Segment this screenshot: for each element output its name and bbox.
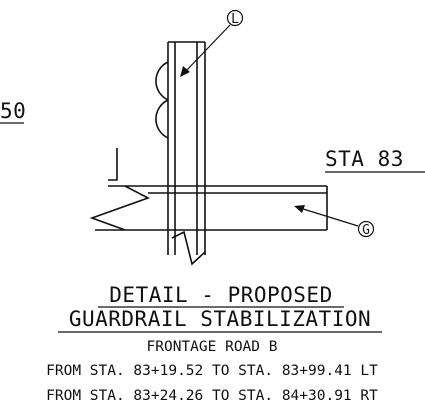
right-callout-letter: G	[362, 223, 370, 238]
detail-title-line2: GUARDRAIL STABILIZATION	[69, 307, 371, 331]
top-callout: L	[180, 9, 244, 77]
station-range-rt: FROM STA. 83+24.26 TO STA. 84+30.91 RT	[46, 388, 378, 404]
post-break-symbol	[171, 230, 206, 266]
guardrail-post	[167, 41, 206, 255]
subtitle: FRONTAGE ROAD B	[147, 339, 278, 355]
left-label-fragment: 50	[0, 99, 26, 123]
rail-profile	[155, 61, 169, 139]
top-callout-letter: L	[231, 12, 239, 27]
break-symbol	[89, 185, 150, 231]
horizontal-blockout	[95, 185, 328, 231]
detail-title-line1: DETAIL - PROPOSED	[109, 283, 332, 307]
station-label: STA 83	[325, 147, 404, 171]
right-callout: G	[294, 205, 375, 238]
ground-line	[108, 148, 118, 181]
station-range-lt: FROM STA. 83+19.52 TO STA. 83+99.41 LT	[46, 363, 378, 379]
